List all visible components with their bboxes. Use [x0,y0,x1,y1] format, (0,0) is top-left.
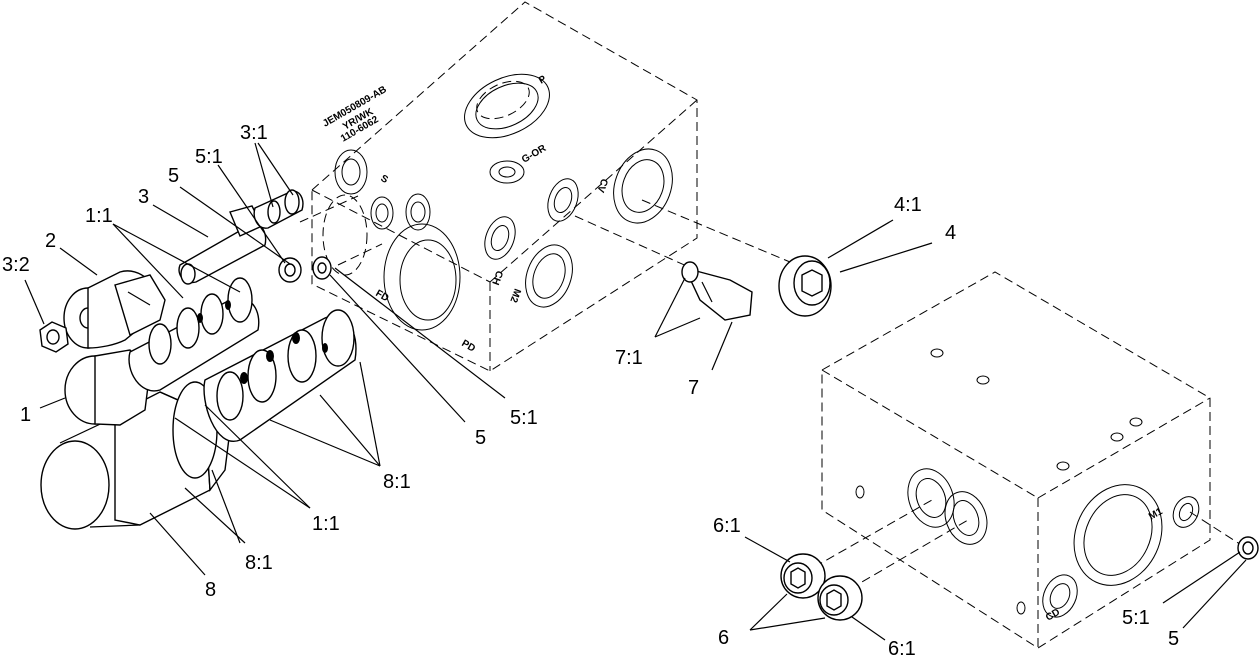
leader-lines [24,142,1247,641]
callout-1-1-top: 1:1 [85,205,113,227]
callout-5-mid: 5 [475,427,486,449]
part-3-solenoid-tube [178,205,267,285]
part-7-plug [681,261,753,321]
upper-manifold-block: JEM050809-AB YR/WK 110-6062 P G-OR S CV … [311,1,698,372]
callout-5-top: 5 [168,165,179,187]
callout-6-1-low: 6:1 [888,638,916,660]
port-label-cd: CD [1044,607,1062,624]
callout-3-1: 3:1 [240,122,268,144]
callout-1: 1 [20,404,31,426]
port-label-m2: M2 [507,287,522,304]
callout-4: 4 [945,222,956,244]
port-label-m1: M1 [1147,506,1165,523]
callout-7: 7 [688,377,699,399]
callout-6-1-top: 6:1 [713,515,741,537]
part-4-plug [778,255,832,317]
callout-4-1: 4:1 [894,194,922,216]
callout-8-1-low: 8:1 [245,552,273,574]
part-6-plug-lower [817,575,863,621]
part-1-cartridge-valve [64,277,260,426]
part-2-solenoid-coil [63,270,166,349]
port-label-s: S [379,173,391,186]
port-label-ch: CH [489,269,504,286]
callout-3-2: 3:2 [2,254,30,276]
part-5-plug-mid [312,256,332,280]
callout-1-1-low: 1:1 [312,513,340,535]
callout-5-right: 5 [1168,628,1179,650]
callout-5-1-top: 5:1 [195,146,223,168]
part-6-plug-upper [780,553,826,599]
callout-2: 2 [45,230,56,252]
port-label-pd: PD [460,338,478,354]
part-3-1-seal-kit [253,189,304,229]
callout-3: 3 [138,186,149,208]
lower-manifold-block: M1 CD [821,271,1211,649]
part-5-plug-top [278,257,302,283]
callout-6: 6 [718,627,729,649]
callout-7-1: 7:1 [615,347,643,369]
part-5-plug-right [1237,536,1259,560]
callout-8-1-mid: 8:1 [383,471,411,493]
port-label-p: P [537,74,549,87]
alignment-lines [299,195,1247,597]
callout-labels: 3:1 5:1 5 3 1:1 2 3:2 1 8 8:1 1:1 8:1 5 … [2,122,1179,660]
port-label-cv: CV [594,177,609,194]
callout-5-1-mid: 5:1 [510,407,538,429]
callout-5-1-right: 5:1 [1122,607,1150,629]
callout-8: 8 [205,579,216,601]
port-label-g-or: G-OR [520,143,549,166]
part-3-2-nut [39,321,69,353]
